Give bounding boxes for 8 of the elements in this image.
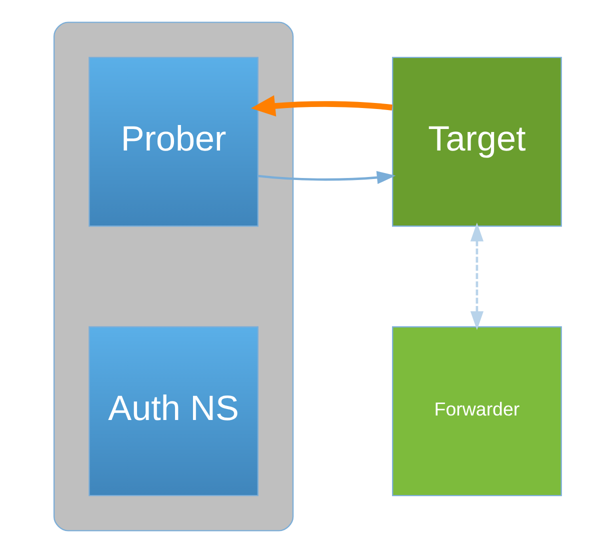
- arrow: [250, 95, 392, 116]
- node-box: Auth NS: [88, 326, 258, 496]
- node-box: Forwarder: [392, 326, 562, 496]
- node-box: Prober: [88, 56, 258, 227]
- node-box: Target: [392, 56, 562, 227]
- cluster: [52, 22, 294, 532]
- arrow: [470, 222, 484, 330]
- arrow: [258, 170, 396, 184]
